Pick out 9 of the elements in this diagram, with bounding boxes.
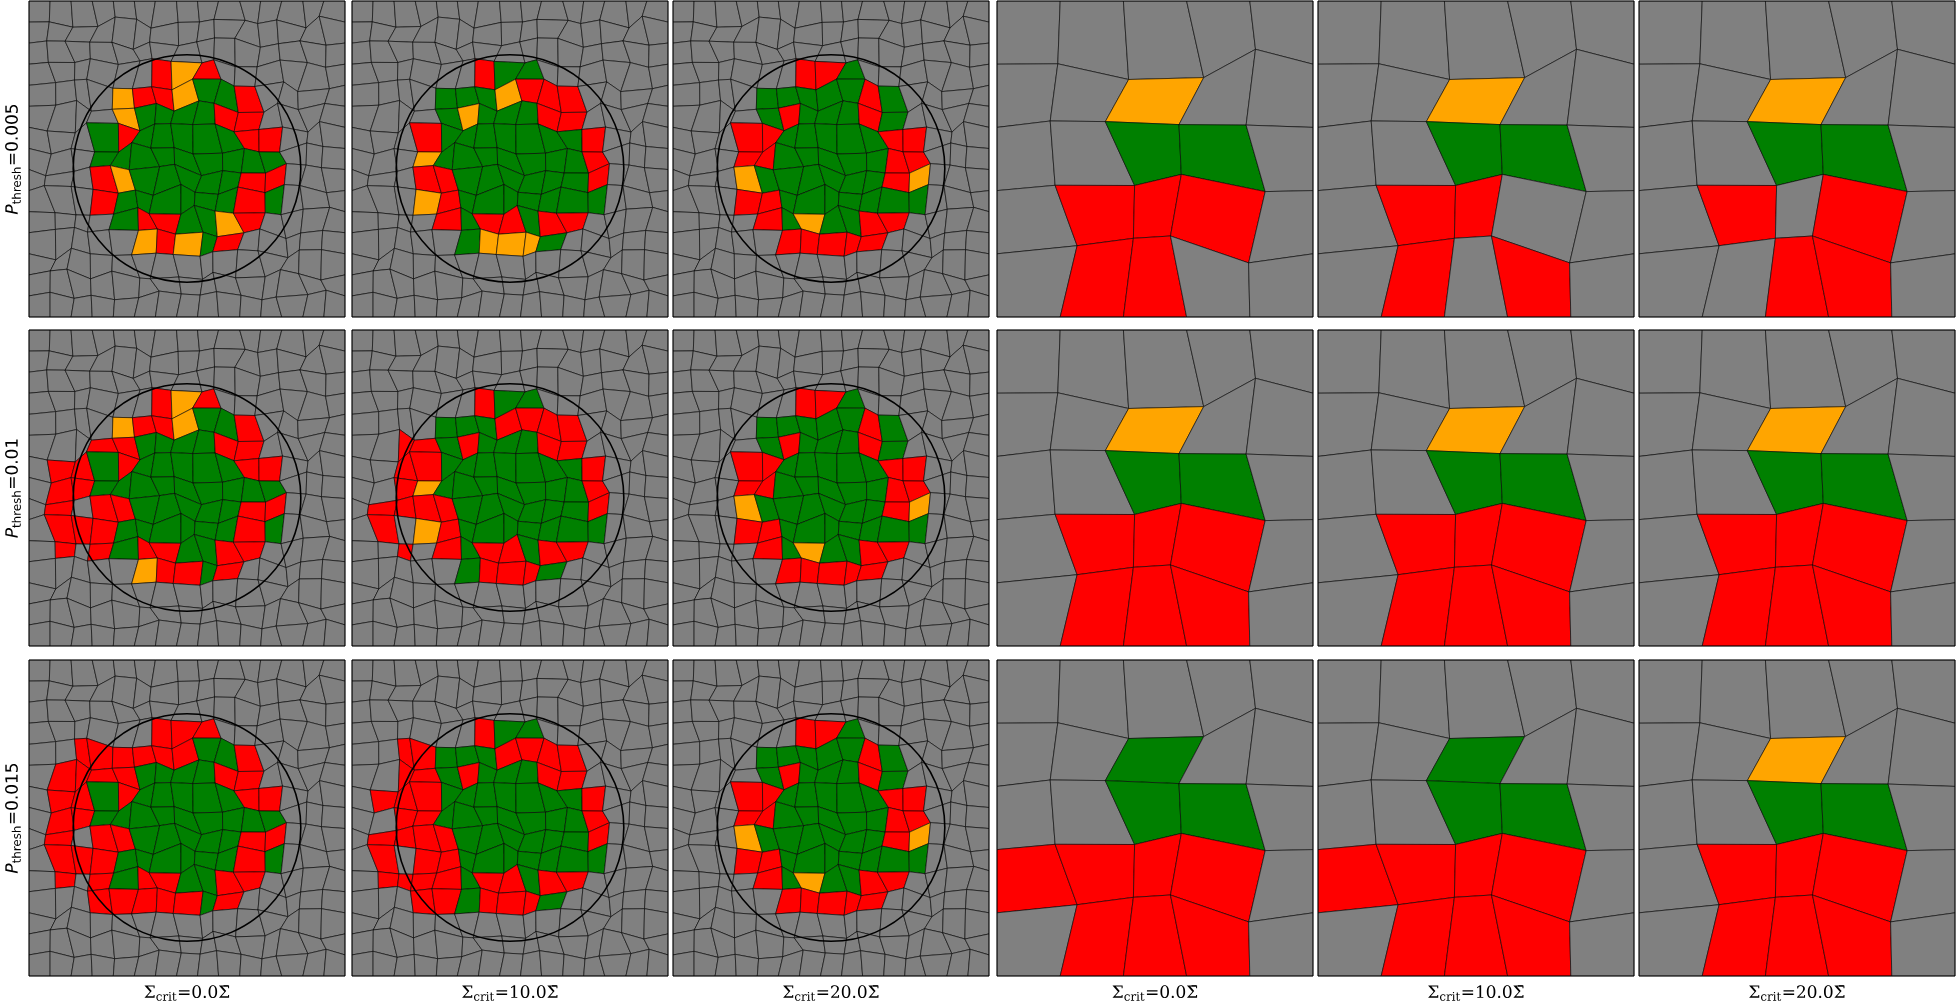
column-label: Σ$_{crit}$=0.0Σ̄ [144, 985, 230, 1001]
column-label: Σ$_{crit}$=0.0Σ̄ [1112, 985, 1198, 1001]
row-label: P$_{thresh}$=0.005 [5, 104, 21, 215]
row-label: P$_{thresh}$=0.015 [5, 763, 21, 874]
column-label: Σ$_{crit}$=20.0Σ̄ [1749, 985, 1845, 1001]
column-label: Σ$_{crit}$=20.0Σ̄ [783, 985, 879, 1001]
row-label: P$_{thresh}$=0.01 [5, 439, 21, 538]
column-label: Σ$_{crit}$=10.0Σ̄ [1428, 985, 1524, 1001]
column-label: Σ$_{crit}$=10.0Σ̄ [462, 985, 558, 1001]
